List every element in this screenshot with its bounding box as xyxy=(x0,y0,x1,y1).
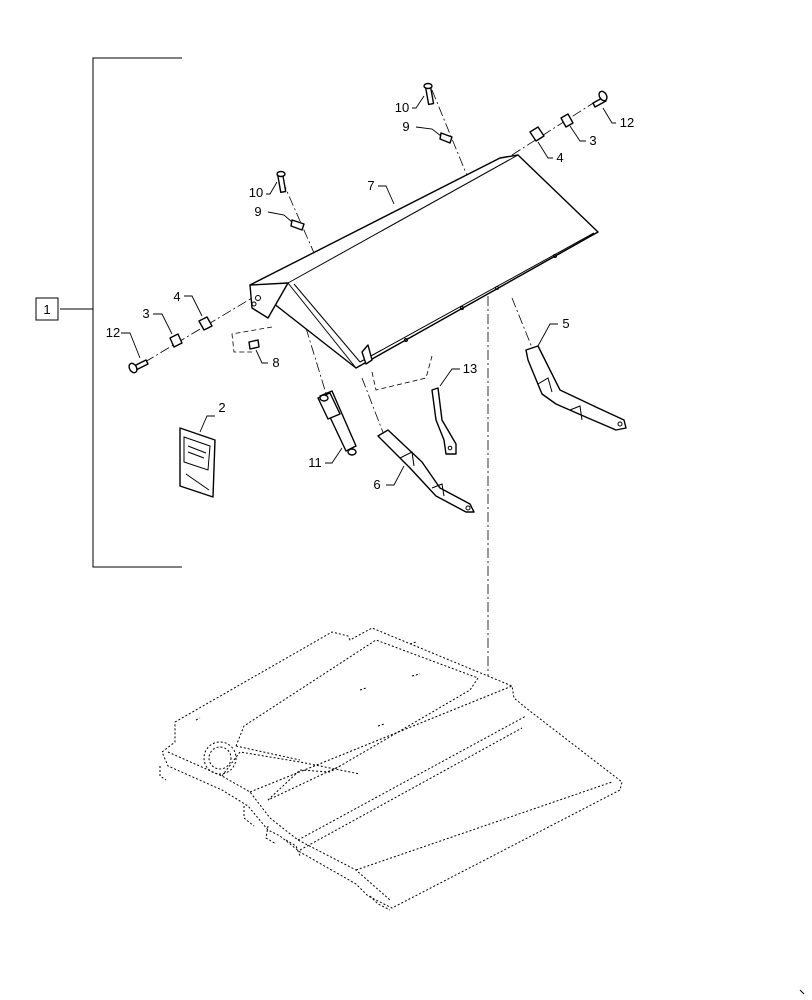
callout-1[interactable]: 1 xyxy=(43,302,50,317)
callout-3-left[interactable]: 3 xyxy=(142,306,149,321)
bolt-part-10-left xyxy=(276,170,287,194)
clip-part-9-left xyxy=(290,219,305,231)
callout-2[interactable]: 2 xyxy=(218,400,225,415)
corner-mark xyxy=(799,989,805,995)
cover-part-7 xyxy=(249,154,599,369)
callout-4-right[interactable]: 4 xyxy=(556,150,563,165)
bushing-part-4-right xyxy=(529,126,545,142)
bolt-part-12-left xyxy=(128,359,149,374)
bolt-part-10-right xyxy=(423,82,435,106)
callout-6[interactable]: 6 xyxy=(373,477,380,492)
callout-11[interactable]: 11 xyxy=(308,455,322,470)
gas-strut-part-11 xyxy=(317,390,357,456)
callout-13[interactable]: 13 xyxy=(463,361,477,376)
decal-part-2 xyxy=(179,427,216,498)
reference-platform-phantom xyxy=(159,627,623,911)
spacer-part-3-left xyxy=(169,333,183,348)
fastener-part-8 xyxy=(248,339,260,350)
callout-8[interactable]: 8 xyxy=(272,355,279,370)
hidden-outlines xyxy=(231,326,433,391)
assembly-bracket xyxy=(35,57,182,568)
bolt-part-12-right xyxy=(592,90,608,108)
callout-10-left[interactable]: 10 xyxy=(249,185,263,200)
callout-3-right[interactable]: 3 xyxy=(589,133,596,148)
callout-4-left[interactable]: 4 xyxy=(173,289,180,304)
callout-10-right[interactable]: 10 xyxy=(395,100,409,115)
callout-12-right[interactable]: 12 xyxy=(620,115,634,130)
strap-part-13 xyxy=(431,387,457,455)
callout-12-left[interactable]: 12 xyxy=(106,325,120,340)
bracket-part-5 xyxy=(525,345,627,431)
bushing-part-4-left xyxy=(198,316,213,331)
clip-part-9-right xyxy=(439,132,453,144)
callout-7[interactable]: 7 xyxy=(367,178,374,193)
bracket-part-6 xyxy=(377,429,475,513)
callout-5[interactable]: 5 xyxy=(562,316,569,331)
callout-9-right[interactable]: 9 xyxy=(402,119,409,134)
callout-9-left[interactable]: 9 xyxy=(254,204,261,219)
spacer-part-3-right xyxy=(560,113,574,128)
